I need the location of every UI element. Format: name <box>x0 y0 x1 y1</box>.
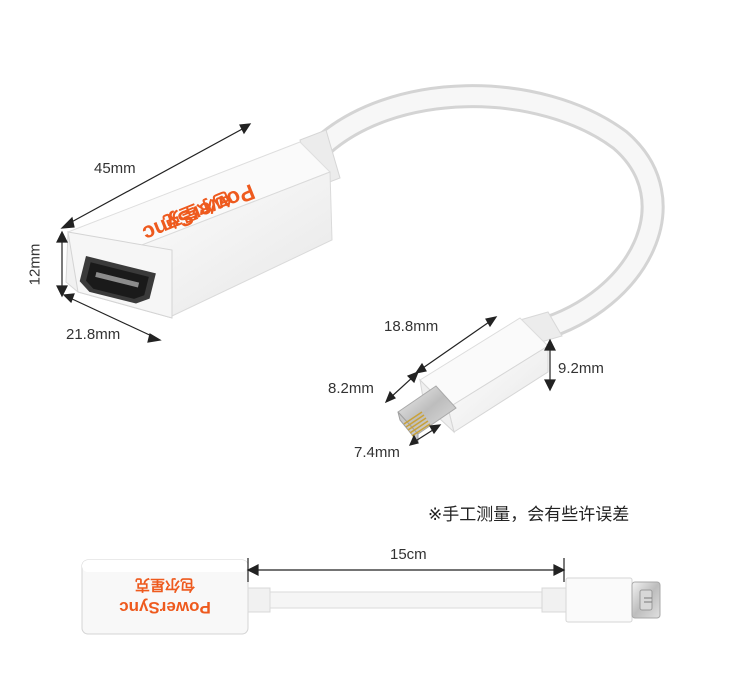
tip-width-label: 8.2mm <box>328 380 374 397</box>
tip-depth-label: 7.4mm <box>354 444 400 461</box>
length-label: 45mm <box>94 160 136 177</box>
hdmi-port <box>79 256 156 304</box>
tip-width-dimension-line <box>389 375 415 399</box>
plug-length-dimension-line <box>419 319 493 371</box>
measurement-note: ※手工测量，会有些许误差 <box>428 505 630 525</box>
minidp-metal-tip <box>397 385 457 444</box>
side-view-brand-name: PowerSync <box>119 598 211 617</box>
cable-length-label: 15cm <box>390 546 427 563</box>
side-view-cable <box>269 591 543 609</box>
length-dimension-line <box>65 126 247 226</box>
side-view-minidp-strain-relief <box>541 587 567 613</box>
plug-length-label: 18.8mm <box>384 318 439 335</box>
width-label: 21.8mm <box>66 326 121 343</box>
side-view-hdmi-strain-relief <box>247 587 271 613</box>
side-view-minidp-plug <box>565 577 633 623</box>
plug-height-label: 9.2mm <box>558 360 604 377</box>
height-label: 12mm <box>26 243 44 286</box>
width-dimension-line <box>69 297 157 339</box>
side-view-brand-cn: 包尔星克 <box>135 576 195 594</box>
